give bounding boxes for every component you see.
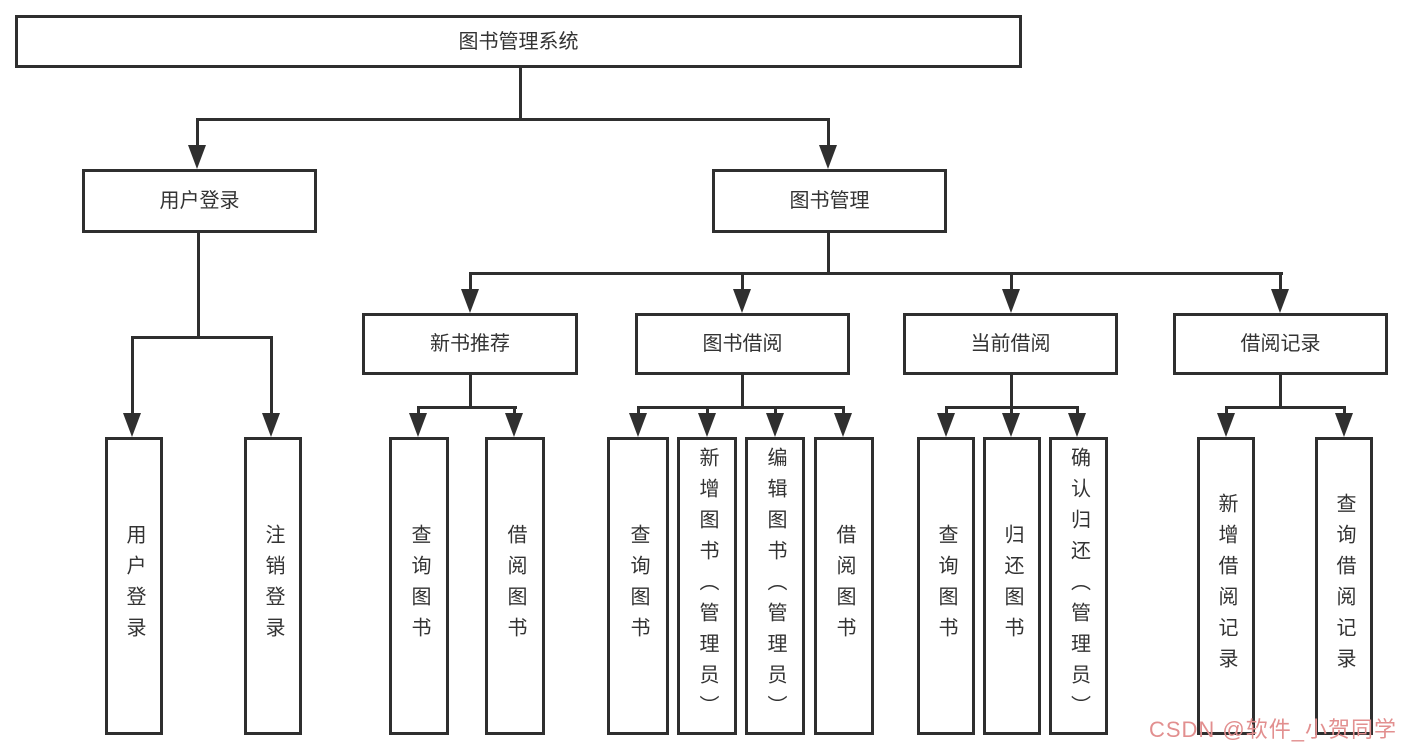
connector-g3-horizontal <box>1225 406 1346 409</box>
arrow-down-g1-edit-book <box>766 413 784 437</box>
leaf-query-book-borrowing: 查询图书 <box>607 437 669 735</box>
connector-g2-child1-stub <box>945 408 948 416</box>
arrow-down-new-book-rec <box>461 289 479 313</box>
connector-login-child2-stub <box>270 338 273 414</box>
connector-g1-horizontal <box>637 406 845 409</box>
leaf-query-borrow-record: 查询借阅记录 <box>1315 437 1373 735</box>
connector-g0-horizontal <box>417 406 517 409</box>
arrow-down-g2-return-book <box>1002 413 1020 437</box>
connector-new-book-rec-stub <box>469 274 472 290</box>
node-borrowing-records: 借阅记录 <box>1173 313 1388 375</box>
arrow-down-g1-query-book <box>629 413 647 437</box>
connector-mgmt-horizontal <box>469 272 1283 275</box>
leaf-user-login: 用户登录 <box>105 437 163 735</box>
leaf-confirm-return-admin: 确认归还（管理员） <box>1049 437 1108 735</box>
arrow-down-current-borrow <box>1002 289 1020 313</box>
connector-book-borrow-stub <box>741 274 744 290</box>
leaf-logout: 注销登录 <box>244 437 302 735</box>
connector-borrow-records-stub <box>1279 274 1282 290</box>
node-user-login: 用户登录 <box>82 169 317 233</box>
arrow-down-borrow-records <box>1271 289 1289 313</box>
node-new-book-recommendation: 新书推荐 <box>362 313 578 375</box>
arrow-down-g2-query-book <box>937 413 955 437</box>
arrow-down-g3-add-record <box>1217 413 1235 437</box>
node-book-mgmt: 图书管理 <box>712 169 947 233</box>
arrow-down-leaf-user-login <box>123 413 141 437</box>
leaf-add-book-admin: 新增图书（管理员） <box>677 437 737 735</box>
arrow-down-book-mgmt <box>819 145 837 169</box>
arrow-down-leaf-logout <box>262 413 280 437</box>
connector-g2-child3-stub <box>1076 408 1079 416</box>
arrow-down-g2-confirm-return <box>1068 413 1086 437</box>
connector-g3-child1-stub <box>1225 408 1228 416</box>
connector-login-child1-stub <box>131 338 134 414</box>
node-book-borrowing: 图书借阅 <box>635 313 850 375</box>
leaf-borrow-book-recommend: 借阅图书 <box>485 437 545 735</box>
leaf-edit-book-admin: 编辑图书（管理员） <box>745 437 805 735</box>
connector-root-vertical <box>519 66 522 119</box>
connector-g1-child4-stub <box>842 408 845 416</box>
leaf-query-book-current: 查询图书 <box>917 437 975 735</box>
arrow-down-book-borrow <box>733 289 751 313</box>
connector-g3-child2-stub <box>1343 408 1346 416</box>
node-current-borrowing: 当前借阅 <box>903 313 1118 375</box>
connector-g1-child1-stub <box>637 408 640 416</box>
connector-login-horizontal <box>131 336 273 339</box>
connector-g0-child2-stub <box>513 408 516 416</box>
arrow-down-g0-query-book <box>409 413 427 437</box>
arrow-down-g0-borrow-book <box>505 413 523 437</box>
connector-g2-vertical <box>1010 375 1013 408</box>
connector-g3-vertical <box>1279 375 1282 408</box>
arrow-down-g3-query-record <box>1335 413 1353 437</box>
connector-g0-child1-stub <box>417 408 420 416</box>
connector-g2-horizontal <box>945 406 1079 409</box>
connector-g1-child3-stub <box>774 408 777 416</box>
leaf-return-book: 归还图书 <box>983 437 1041 735</box>
leaf-query-book-recommend: 查询图书 <box>389 437 449 735</box>
leaf-add-borrow-record: 新增借阅记录 <box>1197 437 1255 735</box>
arrow-down-user-login <box>188 145 206 169</box>
csdn-watermark: CSDN @软件_小贺同学 <box>1148 717 1397 742</box>
connector-g1-vertical <box>741 375 744 408</box>
leaf-borrow-book-borrowing: 借阅图书 <box>814 437 874 735</box>
connector-g2-child2-stub <box>1010 408 1013 416</box>
arrow-down-g1-borrow-book <box>834 413 852 437</box>
node-root-library-system: 图书管理系统 <box>15 15 1022 68</box>
connector-current-borrow-stub <box>1010 274 1013 290</box>
connector-login-vertical <box>197 233 200 337</box>
connector-level1-horizontal <box>196 118 830 121</box>
connector-g1-child2-stub <box>706 408 709 416</box>
arrow-down-g1-add-book <box>698 413 716 437</box>
connector-book-mgmt-stub <box>827 120 830 148</box>
connector-user-login-stub <box>196 120 199 148</box>
connector-mgmt-vertical <box>827 233 830 275</box>
connector-g0-vertical <box>469 375 472 408</box>
